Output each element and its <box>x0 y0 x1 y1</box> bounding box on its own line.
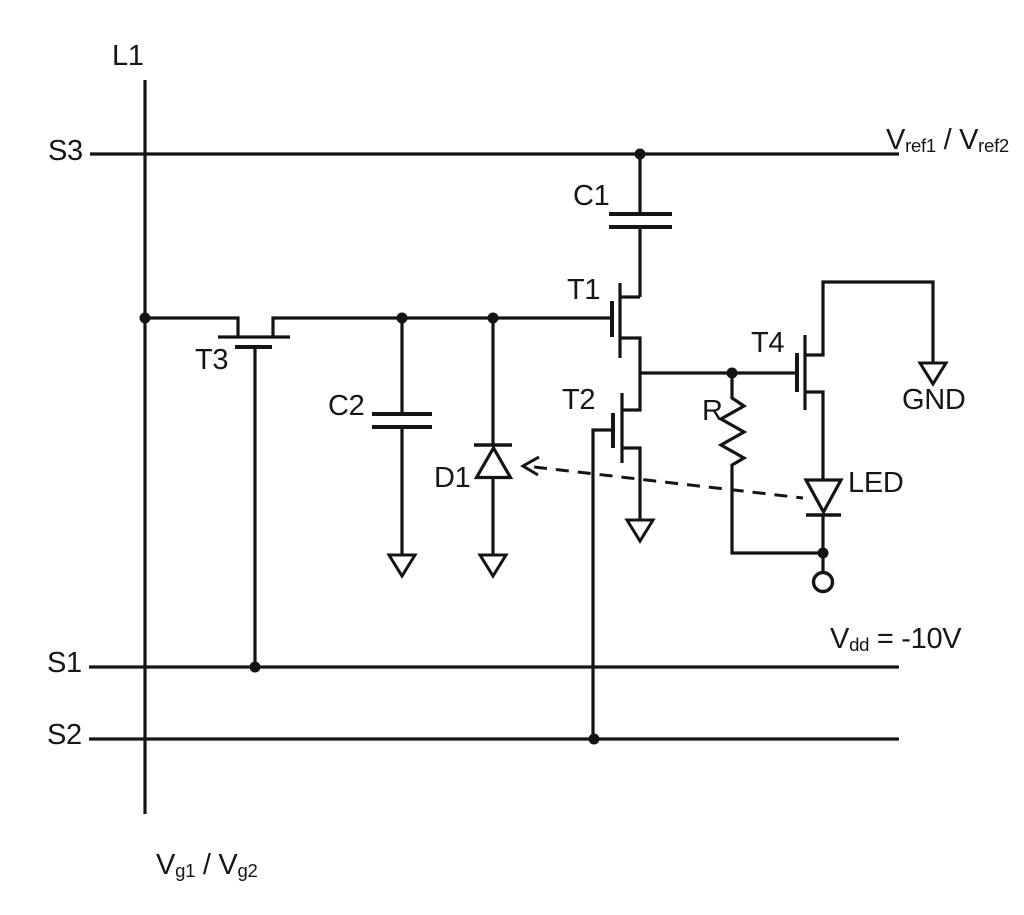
vg1-base: V <box>156 849 176 881</box>
t4-source-wire <box>805 390 825 480</box>
ground-symbols <box>386 361 949 579</box>
component-label-led: LED <box>848 467 904 499</box>
net-label-s3: S3 <box>48 135 83 167</box>
t4-drain-wire <box>805 280 935 363</box>
capacitor-c1 <box>609 154 672 297</box>
component-label-c2: C2 <box>328 390 365 422</box>
transistor-t3 <box>218 335 290 667</box>
ground-t2 <box>624 518 656 544</box>
net-label-l1: L1 <box>112 40 144 72</box>
vdd-terminal <box>811 553 835 594</box>
junction-dots <box>139 148 829 745</box>
component-label-gnd: GND <box>902 384 966 416</box>
net-label-s2: S2 <box>47 719 82 751</box>
vg-voltage-label: Vg1 / Vg2 <box>125 822 258 909</box>
arrowhead <box>520 455 540 477</box>
capacitor-c2 <box>372 318 432 555</box>
vg1-sub: g1 <box>175 860 196 882</box>
component-label-d1: D1 <box>434 462 471 494</box>
vref-separator: / <box>935 124 960 156</box>
ground-gnd <box>917 361 949 387</box>
transistor-t4 <box>795 280 935 480</box>
vref2-sub: ref2 <box>978 135 1009 157</box>
vdd-sub: dd <box>849 634 870 656</box>
led <box>803 478 844 553</box>
vref1-base: V <box>886 124 906 156</box>
net-label-s1: S1 <box>47 647 82 679</box>
component-label-t1: T1 <box>567 274 601 306</box>
component-label-c1: C1 <box>573 180 610 212</box>
vdd-voltage-label: Vdd = -10V <box>799 596 962 683</box>
t2-gate-wire <box>591 428 613 739</box>
optical-coupling-arrow <box>520 455 804 500</box>
transistor-t1 <box>610 283 642 373</box>
vg-separator: / <box>195 849 219 881</box>
ground-d1 <box>477 553 509 579</box>
component-label-r: R <box>702 395 723 427</box>
ground-c2 <box>386 553 418 579</box>
component-label-t3: T3 <box>195 344 229 376</box>
vdd-base: V <box>830 623 850 655</box>
component-label-t4: T4 <box>751 327 785 359</box>
vg2-base: V <box>218 849 238 881</box>
vref1-sub: ref1 <box>905 135 936 157</box>
resistor-r <box>717 373 823 555</box>
vref-voltage-label: Vref1 / Vref2 <box>855 97 1009 184</box>
diode-d1 <box>473 318 514 555</box>
storage-node-wire <box>145 316 612 336</box>
vdd-value: = -10V <box>869 623 962 655</box>
vg2-sub: g2 <box>237 860 258 882</box>
vref2-base: V <box>959 124 979 156</box>
transistor-t2 <box>591 373 642 739</box>
component-label-t2: T2 <box>562 384 596 416</box>
